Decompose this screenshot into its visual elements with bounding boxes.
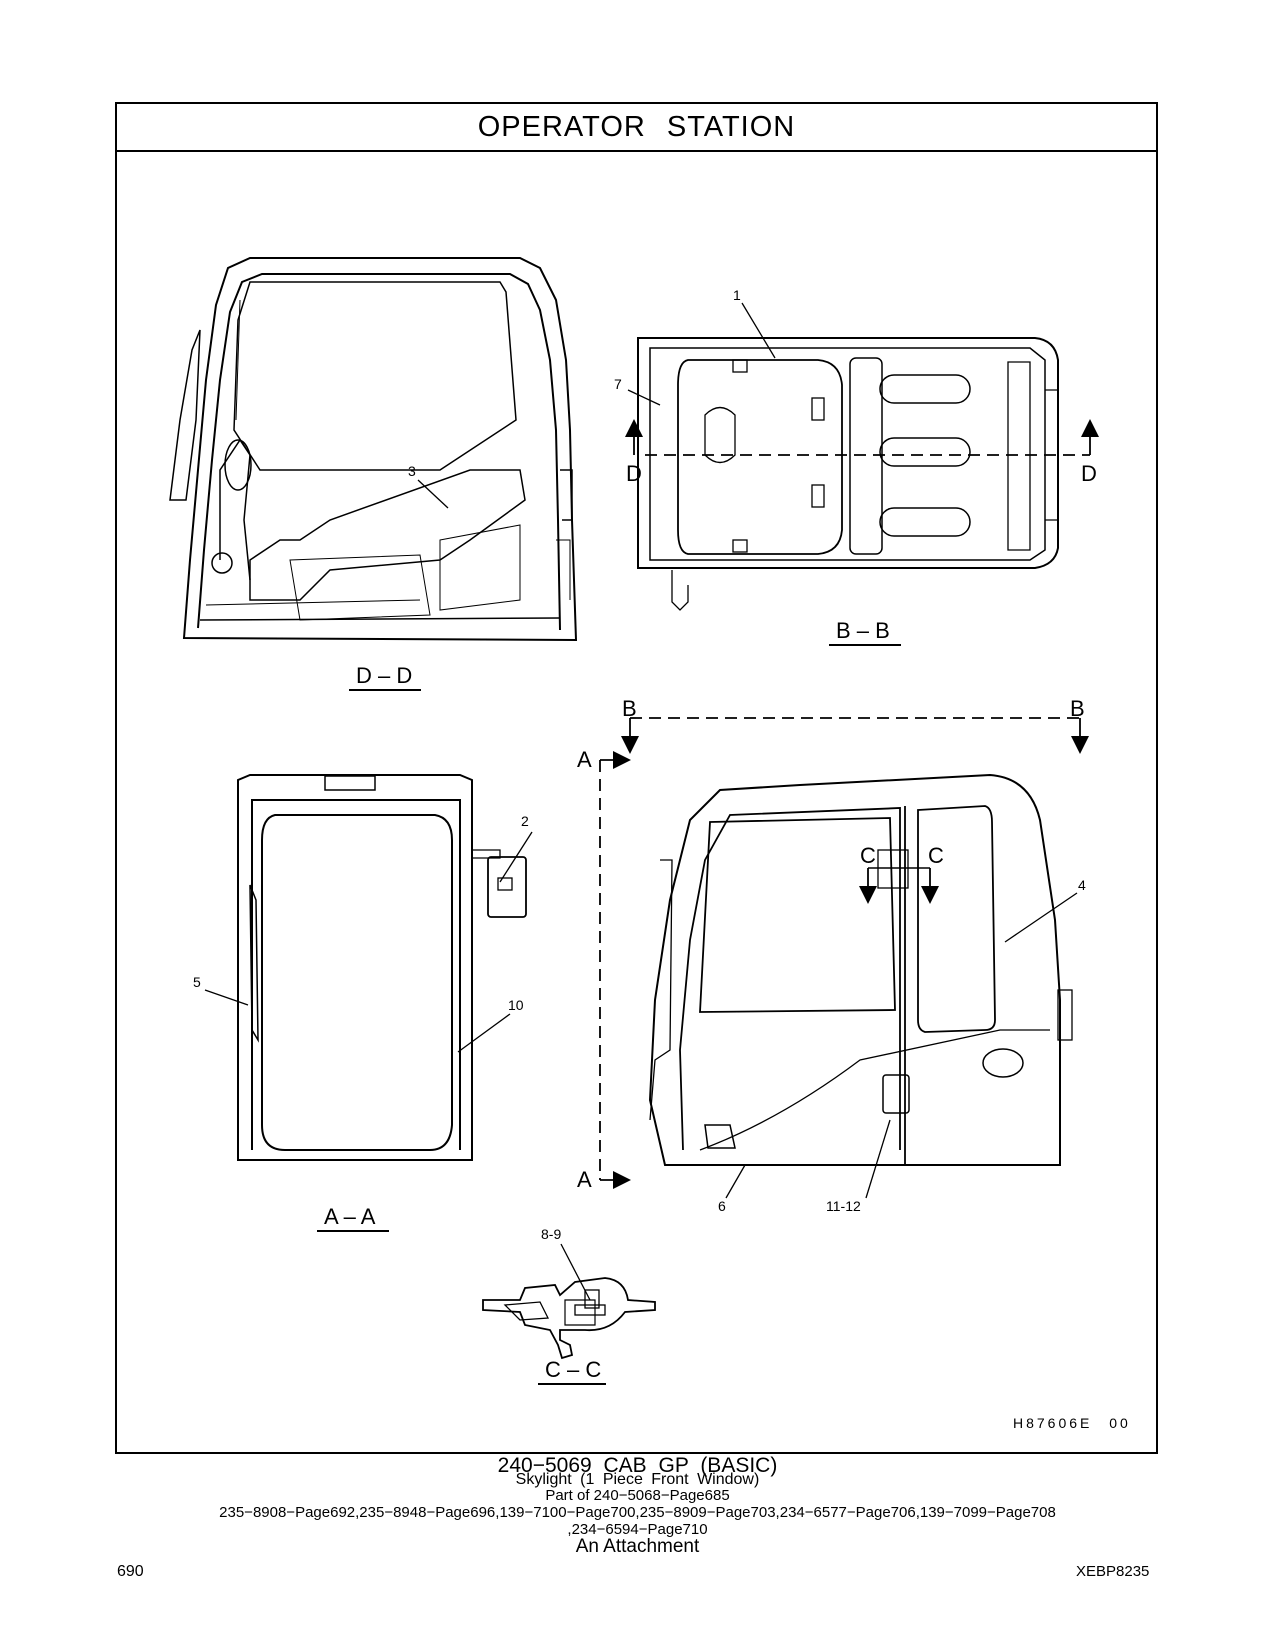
view-b-b (625, 337, 1099, 611)
view-a-a (237, 774, 527, 1161)
title-bar: OPERATOR STATION (117, 104, 1156, 152)
callout-11-12: 11-12 (826, 1198, 861, 1214)
page-title: OPERATOR STATION (477, 110, 796, 143)
section-title-c-c: C – C (545, 1357, 601, 1382)
marker-a-bottom: A (577, 1167, 592, 1192)
attachment-note: An Attachment (575, 1536, 700, 1557)
section-titles: D – D B – B A – A C – C (317, 618, 901, 1385)
marker-c-left: C (860, 843, 876, 868)
document-id: XEBP8235 (1076, 1563, 1150, 1580)
page-references: 235−8908−Page692,235−8948−Page696,139−71… (219, 1504, 1056, 1521)
marker-b-right: B (1070, 696, 1085, 721)
callout-2: 2 (521, 813, 529, 829)
drawing-code: H87606E 00 (1013, 1415, 1131, 1431)
section-title-a-a: A – A (324, 1204, 376, 1229)
view-side-elevation (599, 717, 1089, 1189)
drawing-frame: OPERATOR STATION (115, 102, 1158, 1454)
callout-5: 5 (193, 974, 201, 990)
callout-leaders (204, 302, 1078, 1301)
marker-d-right: D (1081, 461, 1097, 486)
marker-a-top: A (577, 747, 592, 772)
view-c-c (482, 1277, 656, 1360)
callout-4: 4 (1078, 877, 1086, 893)
page-references-cont: ,234−6594−Page710 (567, 1521, 708, 1538)
marker-c-right: C (928, 843, 944, 868)
callout-3: 3 (408, 463, 416, 479)
callout-1: 1 (733, 287, 741, 303)
page-number: 690 (117, 1563, 144, 1580)
callout-10: 10 (508, 997, 524, 1013)
view-d-d (169, 257, 578, 642)
part-description: Skylight (1 Piece Front Window) (515, 1471, 760, 1488)
section-title-b-b: B – B (836, 618, 890, 643)
callout-labels: 1 2 3 4 5 6 7 10 8-9 11-12 (193, 287, 1086, 1242)
callout-8-9: 8-9 (541, 1226, 561, 1242)
callout-7: 7 (614, 376, 622, 392)
part-of: Part of 240−5068−Page685 (545, 1487, 730, 1504)
marker-d-left: D (626, 461, 642, 486)
callout-6: 6 (718, 1198, 726, 1214)
marker-b-left: B (622, 696, 637, 721)
part-title: 240−5069 CAB GP (BASIC) (497, 1454, 778, 1477)
section-title-d-d: D – D (356, 663, 412, 688)
section-markers: D D B B A A C C (577, 461, 1097, 1192)
